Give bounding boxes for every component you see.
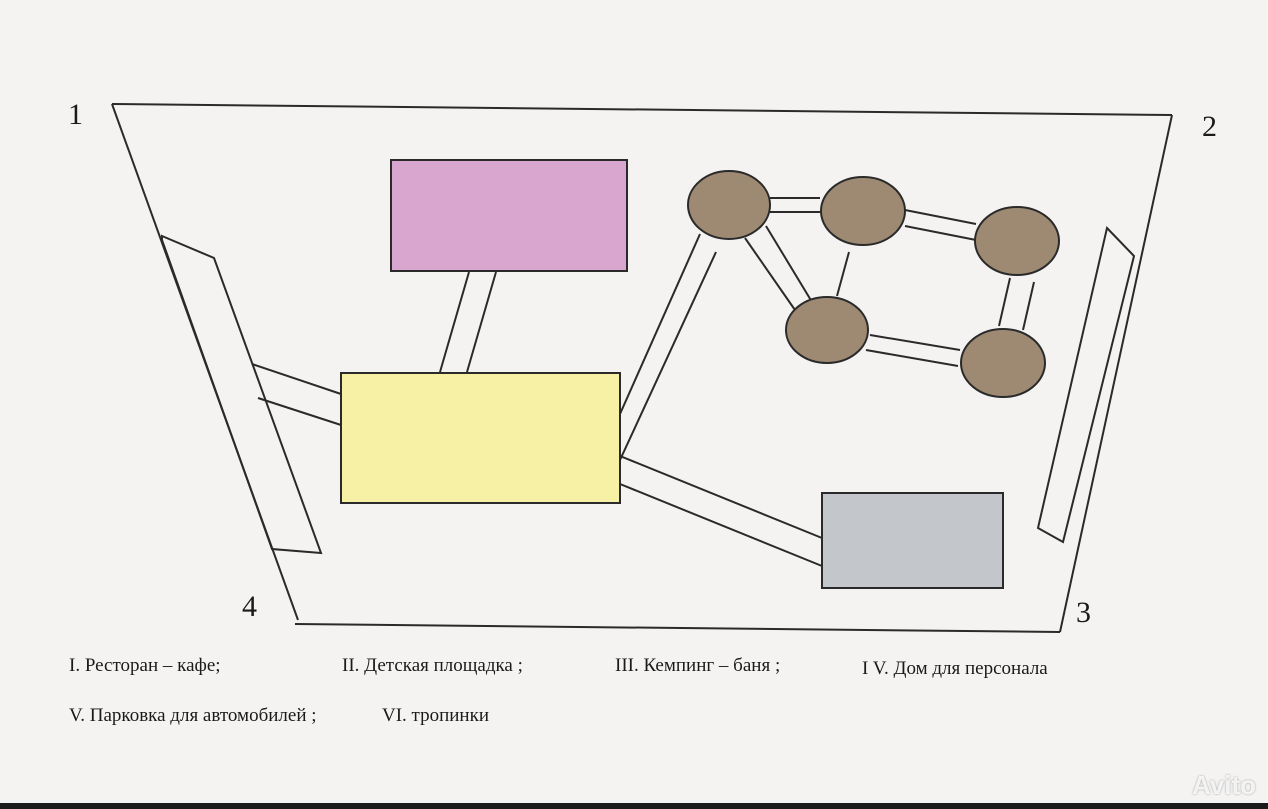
- paths: [251, 197, 1035, 567]
- restaurant-area: [340, 372, 621, 504]
- path-hut1-hut4-b: [744, 237, 796, 311]
- path-restaurant-staff-a: [619, 455, 823, 539]
- path-hut1-hut4-a: [765, 225, 813, 303]
- path-restaurant-staff-b: [619, 483, 823, 567]
- camping-hut: [820, 176, 906, 246]
- path-hut4-hut5-a: [869, 334, 961, 351]
- legend-item-camping: III. Кемпинг – баня ;: [615, 655, 781, 676]
- boundary-right: [1059, 114, 1173, 633]
- path-hut4-hut5-b: [865, 349, 959, 367]
- camping-huts: [687, 170, 1060, 398]
- camping-hut: [974, 206, 1060, 276]
- parking-left: [161, 234, 323, 555]
- path-playground-restaurant-b: [466, 271, 497, 373]
- corner-label-2: 2: [1202, 110, 1217, 143]
- path-hut3-hut5-b: [1022, 281, 1035, 331]
- path-hut2-hut4: [836, 251, 850, 297]
- camping-hut: [960, 328, 1046, 398]
- camping-hut: [687, 170, 771, 240]
- playground-area: [390, 159, 628, 272]
- path-parking-restaurant-b: [257, 397, 342, 426]
- corner-label-4: 4: [242, 590, 257, 623]
- boundary-bottom: [294, 623, 1061, 633]
- legend-item-playground: II. Детская площадка ;: [342, 655, 523, 676]
- boundary-top: [111, 103, 1173, 116]
- path-hut2-hut3-a: [904, 209, 977, 225]
- avito-watermark: Avito: [1191, 770, 1256, 800]
- path-playground-restaurant-a: [439, 271, 470, 373]
- legend-item-restaurant: I. Ресторан – кафе;: [69, 655, 221, 676]
- legend-item-paths: VI. тропинки: [382, 705, 489, 726]
- path-restaurant-camping-a: [619, 233, 701, 415]
- parking-right: [1036, 225, 1136, 544]
- legend-item-parking: V. Парковка для автомобилей ;: [69, 705, 317, 726]
- path-parking-restaurant-a: [251, 363, 342, 395]
- camping-hut: [785, 296, 869, 364]
- staff-house-area: [821, 492, 1004, 589]
- legend-item-staff-house: I V. Дом для персонала: [862, 658, 1048, 679]
- bottom-bar: [0, 803, 1268, 809]
- corner-label-3: 3: [1076, 596, 1091, 629]
- corner-label-1: 1: [68, 98, 83, 131]
- path-restaurant-camping-b: [619, 251, 717, 461]
- path-hut3-hut5-a: [998, 277, 1011, 327]
- path-hut2-hut3-b: [904, 225, 977, 241]
